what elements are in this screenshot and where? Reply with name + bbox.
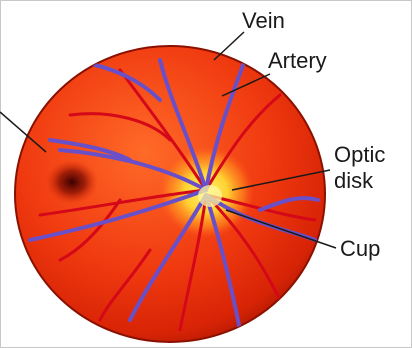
cup	[198, 185, 222, 207]
artery-label: Artery	[268, 48, 327, 73]
vein-label: Vein	[242, 8, 285, 33]
optic-label-line1: Optic	[334, 142, 385, 167]
vein-leader	[214, 32, 244, 60]
macula	[46, 160, 98, 204]
optic-label-line2: disk	[334, 168, 374, 193]
cup-label: Cup	[340, 236, 380, 261]
